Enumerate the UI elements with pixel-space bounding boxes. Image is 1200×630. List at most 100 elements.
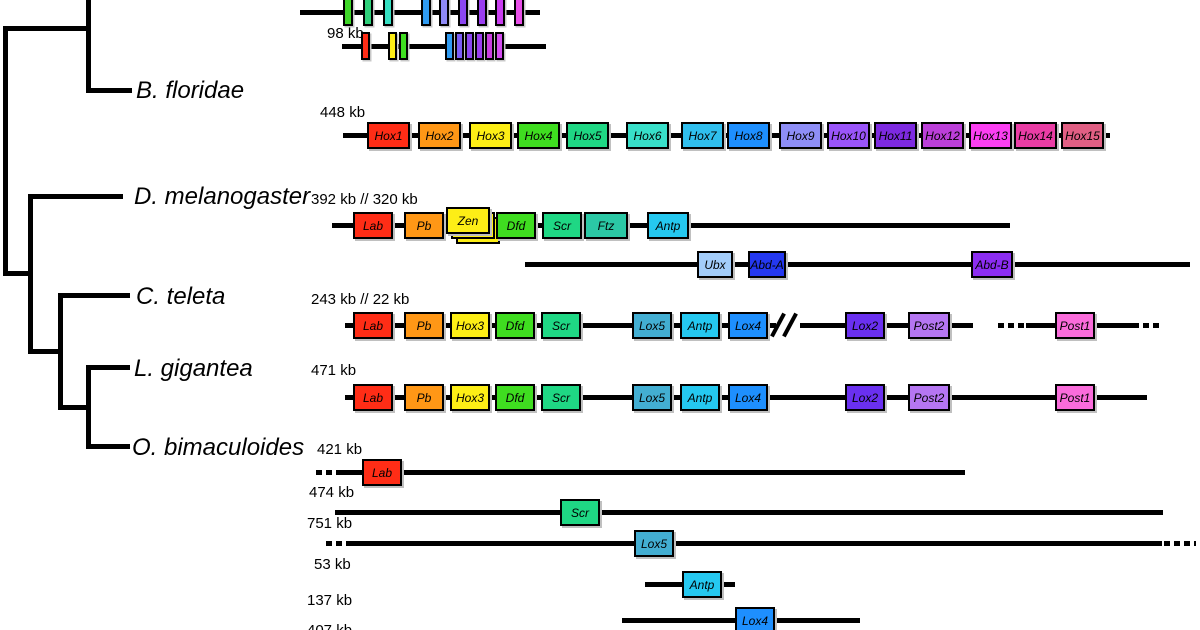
gene-box-hox3: Hox3	[450, 312, 490, 339]
gene-box-lab: Lab	[362, 459, 402, 486]
cluster-line-dashed-o-bimaculoides-3	[1164, 541, 1196, 546]
gene-box-hox8: Hox8	[727, 122, 770, 149]
tree-branch-segment	[58, 405, 91, 410]
gene-box-hox6: Hox6	[626, 122, 669, 149]
gene-box-hox14: Hox14	[1014, 122, 1057, 149]
hox-minibar-top-cluster-1-3	[383, 0, 393, 26]
hox-minibar-top-cluster-1-2	[363, 0, 373, 26]
gene-box-pb: Pb	[404, 312, 444, 339]
hox-minibar-top-cluster-2-8	[485, 32, 494, 60]
hox-minibar-top-cluster-2-4	[445, 32, 454, 60]
hox-minibar-top-cluster-1-7	[477, 0, 487, 26]
tree-branch-segment	[3, 271, 33, 276]
tree-branch-segment	[28, 349, 63, 354]
gene-box-antp: Antp	[680, 384, 720, 411]
hox-minibar-top-cluster-1-1	[343, 0, 353, 26]
gene-box-lox4: Lox4	[728, 384, 768, 411]
tree-branch-segment	[3, 26, 91, 31]
gene-box-abd-a: Abd-A	[748, 251, 786, 278]
gene-box-abd-b: Abd-B	[971, 251, 1013, 278]
tree-branch-segment	[86, 0, 91, 93]
hox-minibar-top-cluster-2-2	[388, 32, 397, 60]
gene-box-pb: Pb	[404, 212, 444, 239]
gene-box-hox15: Hox15	[1061, 122, 1104, 149]
gene-box-hox7: Hox7	[681, 122, 724, 149]
species-label-d-melanogaster: D. melanogaster	[134, 183, 311, 210]
gene-box-post1: Post1	[1055, 384, 1095, 411]
gene-box-scr: Scr	[560, 499, 600, 526]
species-label-l-gigantea: L. gigantea	[134, 355, 253, 382]
hox-minibar-top-cluster-1-9	[514, 0, 524, 26]
gene-box-zen: Zen	[446, 207, 490, 234]
gene-box-lox2: Lox2	[845, 312, 885, 339]
hox-minibar-top-cluster-2-3	[399, 32, 408, 60]
gene-box-lox4: Lox4	[728, 312, 768, 339]
gene-box-hox2: Hox2	[418, 122, 461, 149]
gene-box-antp: Antp	[680, 312, 720, 339]
gene-box-post1: Post1	[1055, 312, 1095, 339]
hox-minibar-top-cluster-2-6	[465, 32, 474, 60]
tree-branch-segment	[86, 365, 91, 449]
gene-box-lab: Lab	[353, 212, 393, 239]
gene-box-dfd: Dfd	[495, 312, 535, 339]
cluster-line-dashed-o-bimaculoides-1	[316, 470, 340, 475]
hox-minibar-top-cluster-2-9	[495, 32, 504, 60]
cluster-line-o-bimaculoides-2	[335, 510, 1163, 515]
gene-box-lox4: Lox4	[735, 607, 775, 630]
gene-box-hox11: Hox11	[874, 122, 917, 149]
tree-branch-segment	[28, 194, 123, 199]
gene-box-dfd: Dfd	[496, 212, 536, 239]
hox-minibar-top-cluster-1-4	[421, 0, 431, 26]
species-label-o-bimaculoides: O. bimaculoides	[132, 434, 305, 461]
cluster-line-dashed-c-teleta	[998, 323, 1026, 328]
kb-label-b-floridae: 448 kb	[320, 104, 366, 121]
tree-branch-segment	[28, 194, 33, 354]
kb-label-o-bimaculoides-5: 137 kb	[307, 592, 353, 609]
gene-box-hox5: Hox5	[566, 122, 609, 149]
kb-label-o-bimaculoides-3: 751 kb	[307, 515, 353, 532]
gene-box-lab: Lab	[353, 312, 393, 339]
gene-box-hox3: Hox3	[450, 384, 490, 411]
hox-minibar-top-cluster-1-6	[458, 0, 468, 26]
kb-label-d-melanogaster-1: 392 kb // 320 kb	[311, 191, 418, 208]
cluster-line-b-floridae	[343, 133, 1110, 138]
hox-minibar-top-cluster-2-1	[361, 32, 370, 60]
tree-branch-segment	[58, 293, 63, 410]
cluster-line-d-melanogaster-2	[525, 262, 1190, 267]
cluster-line-o-bimaculoides-1	[340, 470, 965, 475]
cluster-line-dashed-o-bimaculoides-3	[326, 541, 352, 546]
gene-box-post2: Post2	[908, 384, 950, 411]
kb-label-o-bimaculoides-4: 53 kb	[314, 556, 351, 573]
kb-label-top-cluster-2: 98 kb	[327, 25, 364, 42]
kb-label-o-bimaculoides-6: 407 kb	[307, 622, 352, 630]
hox-minibar-top-cluster-2-7	[475, 32, 484, 60]
gene-box-lox2: Lox2	[845, 384, 885, 411]
gene-box-hox12: Hox12	[921, 122, 964, 149]
gene-box-pb: Pb	[404, 384, 444, 411]
kb-label-c-teleta: 243 kb // 22 kb	[311, 291, 410, 308]
hox-minibar-top-cluster-1-8	[495, 0, 505, 26]
hox-minibar-top-cluster-2-5	[455, 32, 464, 60]
hox-minibar-top-cluster-1-5	[439, 0, 449, 26]
gene-box-antp: Antp	[682, 571, 722, 598]
gene-box-lox5: Lox5	[634, 530, 674, 557]
gene-box-lox5: Lox5	[632, 312, 672, 339]
kb-label-l-gigantea: 471 kb	[311, 362, 357, 379]
gene-box-ftz: Ftz	[584, 212, 628, 239]
gene-box-hox3: Hox3	[469, 122, 512, 149]
kb-label-o-bimaculoides-1: 421 kb	[317, 441, 363, 458]
species-label-c-teleta: C. teleta	[136, 283, 226, 310]
gene-box-scr: Scr	[542, 212, 582, 239]
tree-branch-segment	[86, 444, 130, 449]
gene-box-lox5: Lox5	[632, 384, 672, 411]
gene-box-post2: Post2	[908, 312, 950, 339]
gene-box-antp: Antp	[647, 212, 689, 239]
gene-box-dfd: Dfd	[495, 384, 535, 411]
gene-box-hox4: Hox4	[517, 122, 560, 149]
cluster-line-c-teleta	[800, 323, 973, 328]
gene-box-scr: Scr	[541, 384, 581, 411]
gene-box-hox13: Hox13	[969, 122, 1012, 149]
tree-branch-segment	[58, 293, 130, 298]
gene-box-hox9: Hox9	[779, 122, 822, 149]
